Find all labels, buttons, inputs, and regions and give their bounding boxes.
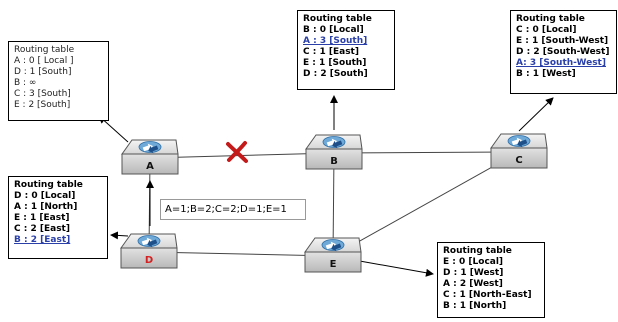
router-arrows-icon (138, 141, 162, 154)
routing-entry: A : 2 [West] (443, 279, 503, 289)
routing-entry: B : 1 [North] (443, 301, 507, 311)
link-b-c (333, 151, 520, 154)
routing-table-title: Routing table (516, 14, 585, 24)
routing-entry: C : 2 [East] (14, 224, 70, 234)
router-c: C (490, 133, 548, 169)
router-arrows-icon (507, 135, 531, 148)
update-message: A=1;B=2;C=2;D=1;E=1 (160, 199, 306, 220)
routing-entry: B : 0 [Local] (303, 25, 364, 35)
red-x-icon (226, 141, 248, 163)
router-label: D (145, 255, 153, 266)
routing-table-title: Routing table (303, 14, 372, 24)
router-label: E (330, 259, 337, 270)
routing-entry: B : 2 [East] (14, 235, 71, 245)
routing-entry: C : 1 [East] (303, 47, 359, 57)
router-arrows-icon (322, 136, 346, 149)
pointer-d (110, 231, 129, 240)
pointer-e (353, 259, 434, 277)
routing-entry: D : 0 [Local] (14, 191, 76, 201)
routing-entry: E : 1 [South] (303, 58, 367, 68)
routing-entry: E : 2 [South] (14, 100, 71, 110)
routing-table-title: Routing table (14, 45, 75, 55)
routing-entry: A : 1 [North] (14, 202, 78, 212)
routing-entry: C : 3 [South] (14, 89, 71, 99)
routers: A B C D E (120, 133, 548, 273)
routing-entry: E : 1 [East] (14, 213, 70, 223)
router-label: B (330, 156, 338, 167)
router-b: B (305, 134, 363, 170)
routing-entry: B : 1 [West] (516, 69, 576, 79)
routing-entry: A : 0 [ Local ] (14, 56, 74, 66)
router-label: A (146, 161, 154, 172)
link-c-e (332, 151, 520, 257)
routing-entry: A: 3 [South-West] (516, 58, 606, 68)
routing-entry: D : 2 [South-West] (516, 47, 610, 57)
router-label: C (515, 155, 522, 166)
routing-entry: D : 2 [South] (303, 69, 368, 79)
router-arrows-icon (137, 235, 161, 248)
routing-entry: A : 3 [South] (303, 36, 368, 46)
routing-entry: C : 1 [North-East] (443, 290, 532, 300)
routing-entry: D : 1 [South] (14, 67, 72, 77)
routing-entry: D : 1 [West] (443, 268, 504, 278)
routing-entry: E : 0 [Local] (443, 257, 504, 267)
router-arrows-icon (321, 239, 345, 252)
router-e: E (304, 237, 362, 273)
routing-table-title: Routing table (14, 180, 83, 190)
routing-entry: E : 1 [South-West] (516, 36, 609, 46)
pointer-c (518, 97, 554, 132)
link-d-e (148, 251, 334, 257)
routing-entry: C : 0 [Local] (516, 25, 577, 35)
routing-entry: B : ∞ (14, 78, 37, 88)
routing-table-title: Routing table (443, 246, 512, 256)
table-pointers (98, 95, 554, 277)
router-d: D (120, 233, 178, 269)
router-a: A (121, 139, 179, 175)
